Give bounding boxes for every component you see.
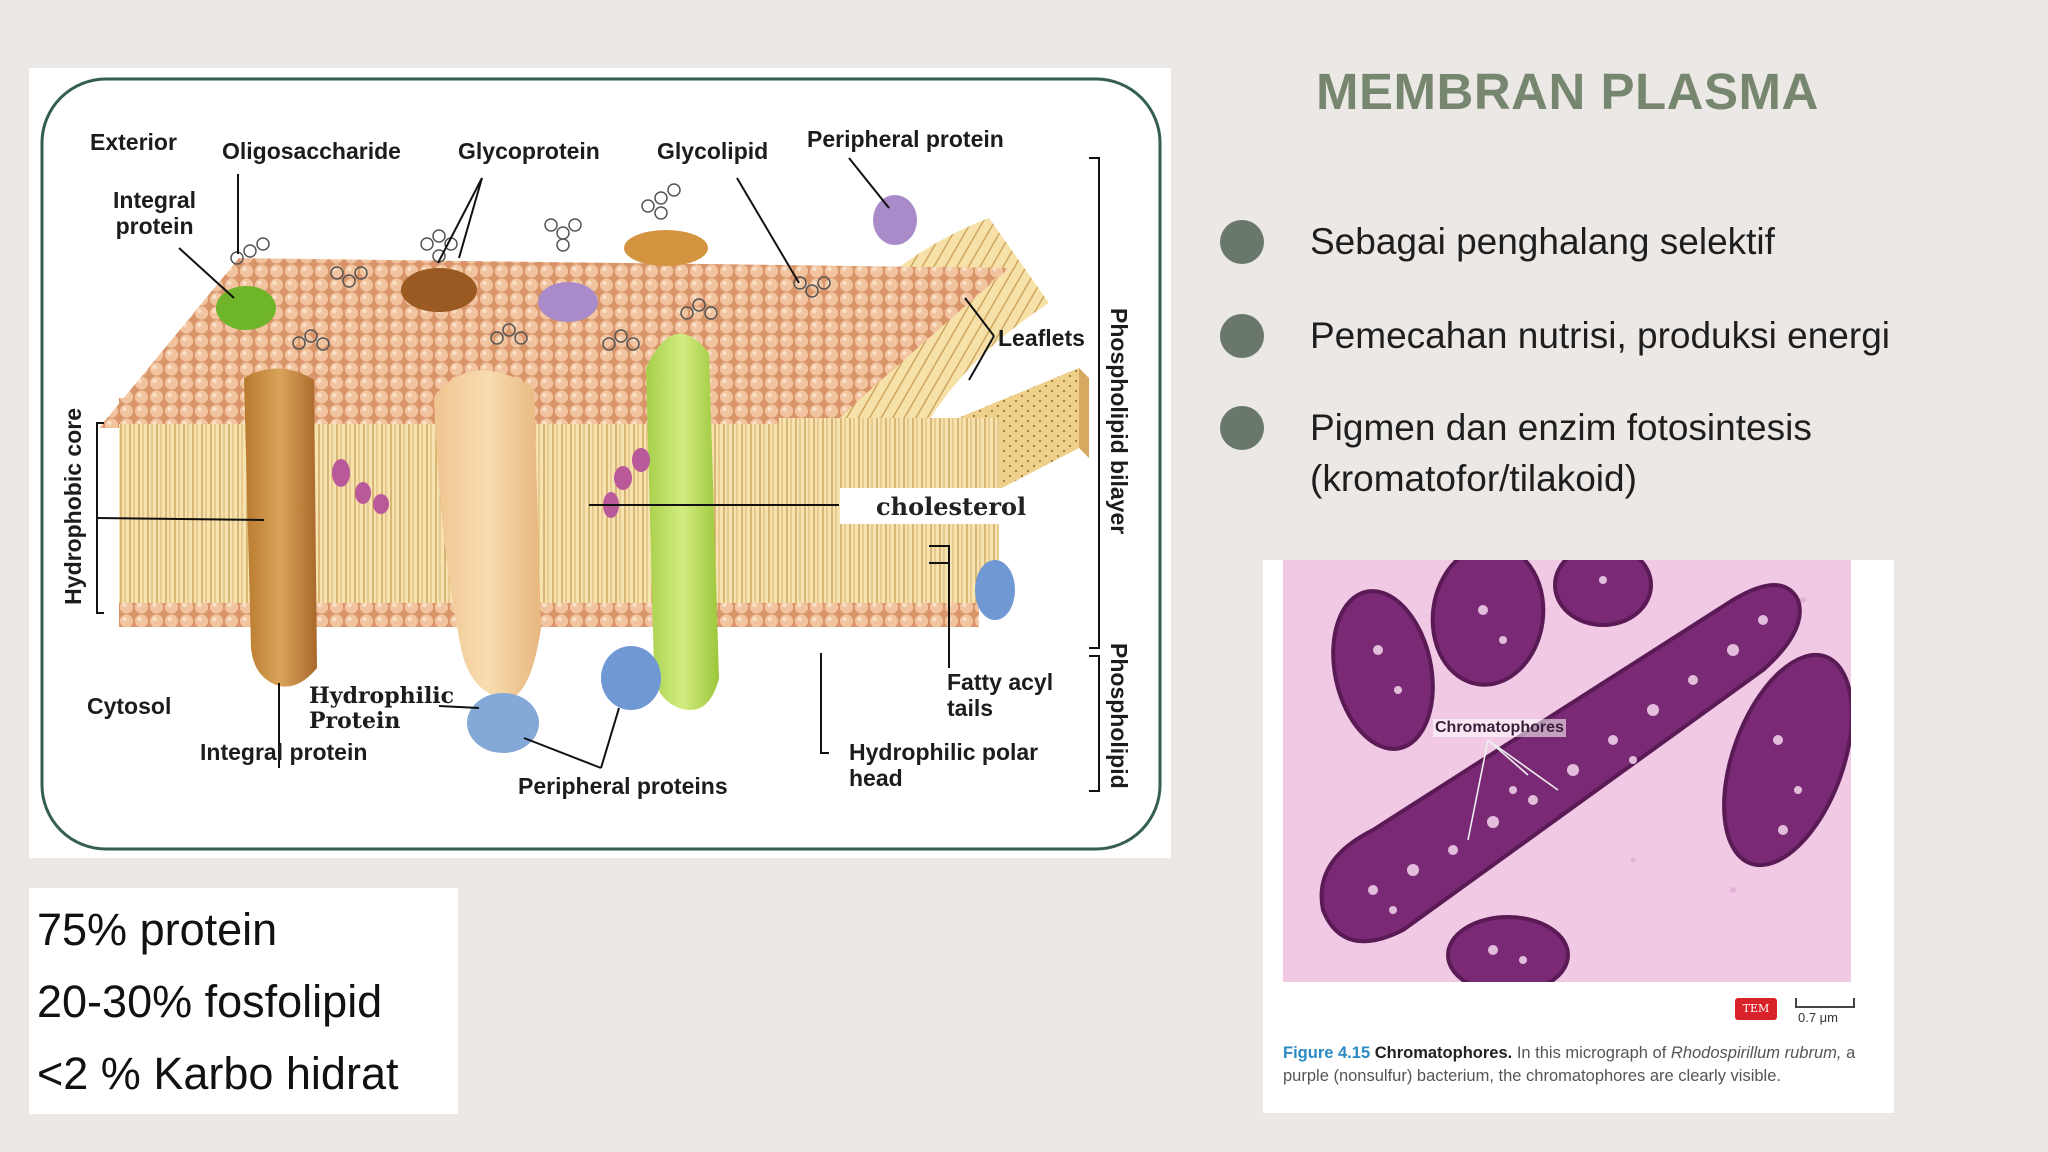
bullet-dot [1220,314,1264,358]
label-peripheral-proteins: Peripheral proteins [518,773,728,799]
label-oligosaccharide: Oligosaccharide [222,138,401,164]
bullet-text: Pigmen dan enzim fotosintesis (kromatofo… [1310,402,1812,504]
label-glycoprotein: Glycoprotein [458,138,600,164]
label-fatty-acyl-tails: Fatty acyl tails [947,669,1054,722]
label-leaflets: Leaflets [998,325,1085,351]
slide-title: MEMBRAN PLASMA [1316,63,1819,120]
label-cytosol: Cytosol [87,693,172,719]
bullet-dot [1220,406,1264,450]
label-hydrophilic-polar-head-line2: head [849,764,903,791]
caption-species: Rhodospirillum rubrum, [1670,1044,1842,1062]
tem-badge: TEM [1735,998,1777,1020]
bullet-text-line: Pigmen dan enzim fotosintesis [1310,407,1812,448]
caption-text: a purple (nonsulfur) bacterium, the chro… [1283,1044,1856,1085]
bullet-dot [1220,220,1264,264]
label-peripheral-protein: Peripheral protein [807,126,1004,152]
label-hydrophobic-core: Hydrophobic core [60,408,86,605]
micrograph-image [1283,560,1851,982]
label-exterior: Exterior [90,129,177,155]
composition-box: 75% protein 20-30% fosfolipid <2 % Karbo… [29,888,458,1114]
label-integral-protein: Integral protein [200,739,368,765]
label-fatty-acyl-tails-line2: tails [947,694,994,721]
figure-number: Figure 4.15 [1283,1044,1371,1062]
label-fatty-acyl-tails-line1: Fatty acyl [947,669,1054,695]
micrograph-figure: Chromatophores TEM 0.7 μm Figure 4.15 Ch… [1263,560,1894,1113]
label-hydrophilic-protein-line1: Hydrophilic [309,683,455,709]
composition-phospholipid: 20-30% fosfolipid [37,976,383,1027]
micrograph-label-chromatophores: Chromatophores [1433,719,1566,737]
label-phospholipid-bilayer: Phospholipid bilayer [1105,308,1132,535]
composition-carbohydrate: <2 % Karbo hidrat [37,1048,399,1099]
scale-bar [1795,998,1855,1008]
label-integral-protein-top-line1: Integral [113,187,197,213]
caption-text: In this micrograph of [1516,1044,1667,1062]
label-hydrophilic-polar-head: Hydrophilic polar head [849,739,1039,792]
label-hydrophilic-protein-line2: Protein [309,707,401,734]
label-hydrophilic-protein: Hydrophilic Protein [309,684,454,733]
cholesterol-label-box: cholesterol [840,488,1075,524]
label-hydrophilic-polar-head-line1: Hydrophilic polar [849,739,1039,765]
label-integral-protein-top: Integral protein [113,187,197,240]
bullet-text-line: (kromatofor/tilakoid) [1310,458,1637,499]
membrane-diagram: Exterior Oligosaccharide Glycoprotein Gl… [29,68,1171,858]
scale-label: 0.7 μm [1798,1010,1839,1025]
label-phospholipid: Phospholipid [1105,643,1132,789]
figure-caption: Figure 4.15 Chromatophores. In this micr… [1283,1042,1883,1088]
composition-protein: 75% protein [37,904,278,955]
label-cholesterol: cholesterol [876,492,1027,521]
bullet-text: Pemecahan nutrisi, produksi energi [1310,315,1890,356]
membrane-illustration [40,77,1162,851]
bullet-text: Sebagai penghalang selektif [1310,221,1775,262]
label-integral-protein-top-line2: protein [115,212,194,239]
label-glycolipid: Glycolipid [657,138,769,164]
figure-title: Chromatophores. [1374,1044,1513,1062]
